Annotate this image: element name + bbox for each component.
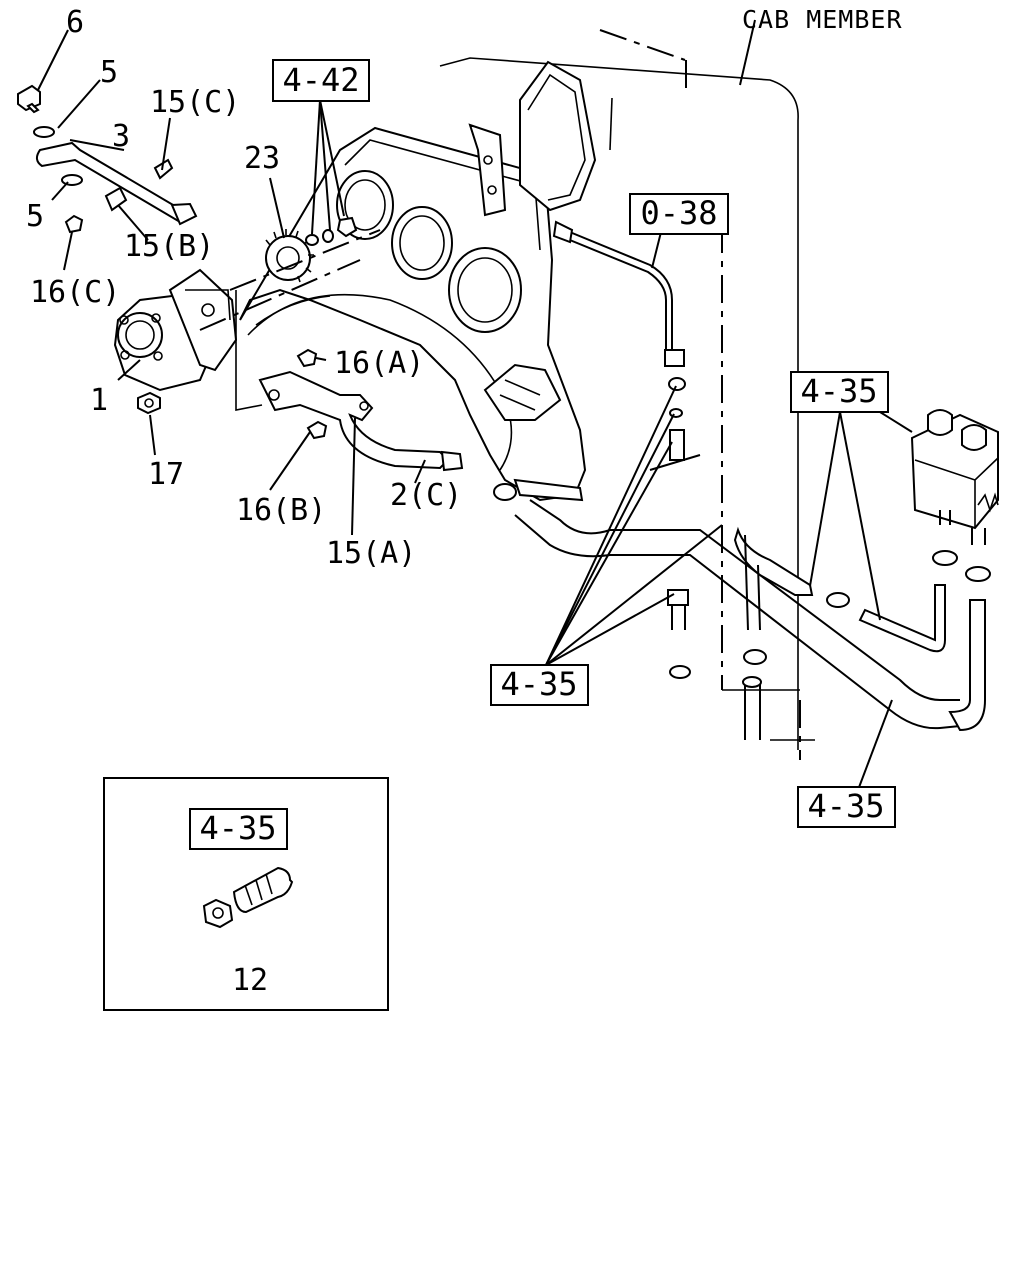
part-label-15b: 15(B) [124,229,214,264]
svg-text:0-38: 0-38 [640,194,717,232]
ref-box-0-38: 0-38 [629,193,729,235]
part-label-2c: 2(C) [390,478,462,513]
svg-text:4-35: 4-35 [199,809,276,847]
cab-member-label: CAB MEMBER [742,5,903,34]
part-label-23: 23 [244,141,280,176]
part-label-15c: 15(C) [150,85,240,120]
part-label-16b: 16(B) [236,493,326,528]
part-label-17: 17 [148,457,184,492]
part-label-15a: 15(A) [326,536,416,571]
flywheel-housing [239,60,597,502]
ref-box-4-35-inset: 4-35 [189,808,288,850]
svg-text:4-35: 4-35 [800,372,877,410]
svg-text:4-42: 4-42 [282,61,359,99]
part-label-5-top: 5 [100,55,118,90]
part-label-6: 6 [66,5,84,40]
svg-text:4-35: 4-35 [500,665,577,703]
ref-box-4-35-bottom: 4-35 [797,786,896,828]
ref-box-4-42: 4-42 [272,59,370,102]
part-label-5-left: 5 [26,199,44,234]
coolant-hoses [493,220,991,740]
reservoir-tank [910,409,999,545]
part-label-16a: 16(A) [334,346,424,381]
svg-text:4-35: 4-35 [807,787,884,825]
cab-member-outline [439,19,815,760]
part-label-12: 12 [232,963,268,998]
ref-box-4-35-right: 4-35 [790,371,889,413]
pump-assembly [17,84,464,472]
part-label-3: 3 [112,119,130,154]
part-label-1: 1 [90,383,108,418]
part-label-16c: 16(C) [30,275,120,310]
ref-box-4-35-mid: 4-35 [490,664,589,706]
